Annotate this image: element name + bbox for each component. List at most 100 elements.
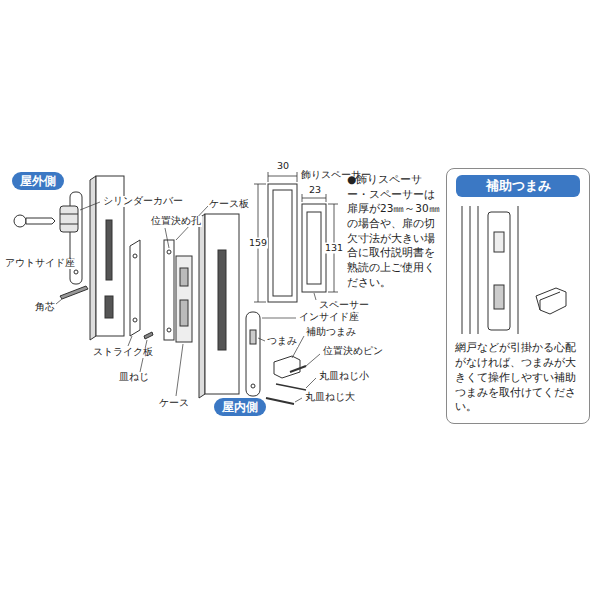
inside-plate (251, 384, 255, 388)
indoor-stile (199, 214, 205, 398)
dimension-lines (297, 172, 298, 182)
positioning-pin (290, 366, 306, 372)
part-name: 位置決めピン (322, 346, 384, 357)
spacer (302, 204, 326, 292)
leader-lines (56, 299, 62, 304)
outdoor-stile (90, 176, 96, 340)
part-name: 丸皿ねじ小 (318, 371, 370, 382)
dimension-lines (254, 302, 266, 303)
aux-knob-figure (462, 206, 566, 334)
aux-knob-figure (494, 285, 504, 309)
panel-note: 網戸などが引掛かる心配がなければ、つまみが大きくて操作しやすい補助つまみを取付け… (455, 341, 581, 415)
outdoor-stile (106, 220, 112, 280)
aux-knob-figure (518, 206, 519, 334)
case-plate (167, 328, 171, 332)
part-name: ケース (158, 398, 190, 409)
square-spindle (60, 286, 88, 299)
aux-knob-figure (536, 288, 566, 314)
strike-plate (144, 332, 153, 339)
part-name: アウトサイド座 (4, 258, 76, 269)
thumb-turn (274, 356, 300, 378)
case-plate (167, 250, 171, 254)
dimension-lines (326, 194, 327, 202)
leader-lines (306, 378, 316, 388)
part-name: 皿ねじ (118, 372, 150, 383)
aux-knob-figure (462, 206, 463, 334)
case-plate (164, 240, 174, 340)
key (26, 218, 55, 224)
aux-knob-figure (478, 206, 479, 334)
inside-plate (246, 312, 260, 396)
key (14, 215, 26, 227)
cylinder (60, 206, 78, 232)
part-name: ストライク板 (92, 347, 154, 358)
leader-lines (80, 202, 100, 210)
dimension-lines (302, 194, 303, 202)
lock-case (180, 268, 188, 286)
inside-plate (246, 312, 260, 396)
part-name: スペーサー (318, 300, 370, 311)
part-name: シリンダーカバー (102, 196, 184, 207)
strike-plate (133, 254, 137, 258)
part-name: 角芯 (34, 302, 56, 313)
indoor-stile (199, 214, 239, 398)
inside-plate (250, 330, 256, 344)
cylinder (60, 214, 78, 215)
leader-lines (306, 354, 320, 366)
part-name: 丸皿ねじ大 (304, 392, 356, 403)
aux-knob-figure (494, 232, 504, 252)
screws (266, 398, 294, 404)
leader-lines (128, 336, 132, 346)
leader-lines (314, 293, 316, 300)
node-label: 補助つまみ (460, 178, 576, 194)
positioning-pin (290, 366, 306, 372)
strike-plate (130, 240, 153, 339)
note: ●飾りスペーサー・スペーサーは扉厚が23㎜～30㎜の場合や、扉の切欠寸法が大きい… (346, 172, 444, 290)
part-name: 位置決め孔 (150, 216, 202, 227)
aux-knob-figure (488, 212, 510, 330)
dimension-lines (268, 176, 297, 177)
dimension: 30 (276, 161, 290, 172)
aux-knob-figure (470, 206, 471, 334)
lock-case (180, 300, 188, 326)
part-name: ケース板 (208, 199, 250, 210)
spacer (307, 212, 321, 284)
side-badge: 屋内側 (214, 398, 266, 416)
outside-plate (74, 270, 78, 274)
aux-knob-figure (540, 292, 560, 310)
screws (266, 384, 306, 404)
lock-case (176, 256, 192, 342)
leader-lines (295, 398, 302, 402)
dimension-lines (268, 172, 269, 182)
dimension: 159 (248, 238, 268, 249)
dimension-lines (254, 184, 266, 185)
leader-lines (258, 338, 265, 341)
part-name: インサイド座 (298, 312, 360, 323)
decorative-spacer (268, 184, 297, 302)
side-badge: 屋外側 (12, 172, 64, 190)
leader-lines (176, 344, 183, 396)
strike-plate (133, 318, 137, 322)
dimension-lines (302, 198, 326, 199)
dimension: 23 (308, 185, 322, 196)
leader-lines (165, 228, 169, 248)
lock-case (176, 256, 192, 342)
panel-heading: 補助つまみ (456, 175, 580, 197)
cylinder (60, 224, 78, 225)
strike-plate (130, 240, 140, 336)
outdoor-stile (105, 296, 113, 318)
screws (276, 384, 306, 390)
key (14, 215, 55, 227)
cylinder (60, 206, 78, 232)
part-name: つまみ (266, 336, 298, 347)
case-plate (164, 240, 174, 340)
dimension: 131 (324, 243, 344, 254)
dimension-lines (328, 292, 338, 293)
dimension-lines (328, 204, 338, 205)
thumb-turn (274, 356, 300, 378)
node-label: 屋外側 (20, 174, 56, 188)
indoor-stile (205, 214, 239, 394)
part-name: 補助つまみ (305, 327, 357, 338)
info-panel: 網戸などが引掛かる心配がなければ、つまみが大きくて操作しやすい補助つまみを取付け… (446, 168, 590, 424)
